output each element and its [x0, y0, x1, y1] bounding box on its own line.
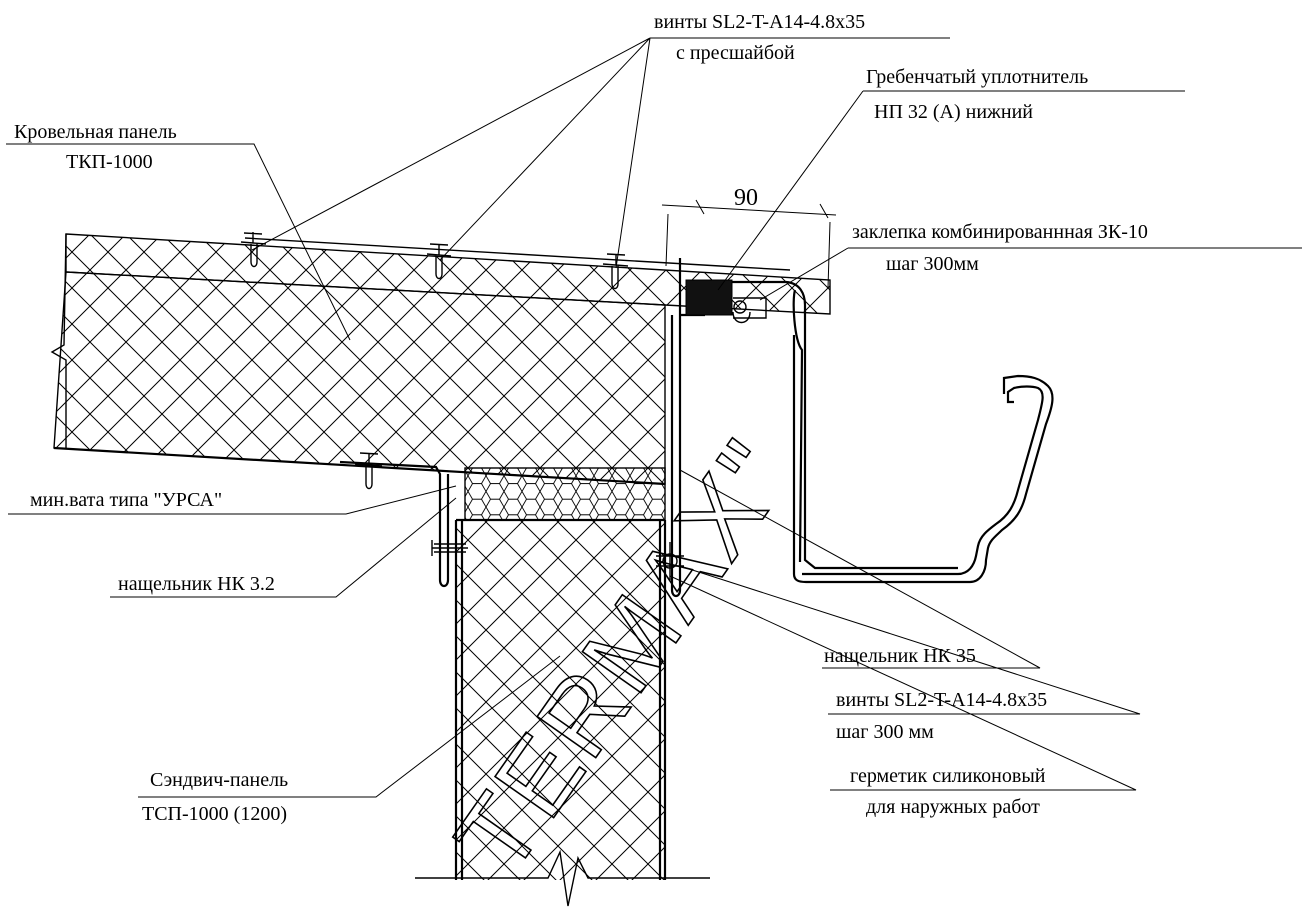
labels: винты SL2-T-A14-4.8x35 с пресшайбой Греб… [14, 11, 1148, 825]
label-flashing-nk32: нащельник НК 3.2 [118, 573, 275, 595]
flashing-nk32-profile [339, 460, 450, 588]
label-roof-panel-1: Кровельная панель [14, 121, 177, 143]
roof-screw-3 [602, 253, 629, 290]
label-screws-top-1: винты SL2-T-A14-4.8x35 [654, 11, 865, 33]
side-screw [656, 542, 684, 580]
roof-screw-1 [240, 232, 267, 268]
dimension-90: 90 [661, 185, 837, 289]
roof-panel-profile-line [244, 237, 791, 271]
leader-lines [6, 37, 1302, 798]
label-seal-2: НП 32 (А) нижний [874, 101, 1033, 123]
label-wall-panel-2: ТСП-1000 (1200) [142, 803, 287, 825]
gutter-hook [792, 289, 804, 563]
roof-screw-2 [426, 243, 452, 280]
roof-panel-break-line [50, 233, 67, 448]
comb-seal [685, 279, 733, 316]
label-screws-side-2: шаг 300 мм [836, 721, 934, 743]
gutter-outer [792, 335, 1054, 584]
wall-panel [415, 518, 710, 907]
combined-rivet [732, 297, 767, 324]
wall-panel-right-face [658, 520, 667, 880]
label-screws-top-2: с пресшайбой [676, 42, 795, 64]
flashing-screw-lower [431, 540, 468, 556]
label-screws-side-1: винты SL2-T-A14-4.8x35 [836, 689, 1047, 711]
label-seal-1: Гребенчатый уплотнитель [866, 66, 1088, 88]
wall-panel-break-line [415, 849, 710, 907]
label-rivet-2: шаг 300мм [886, 253, 979, 275]
label-sealant-2: для наружных работ [866, 796, 1040, 818]
label-rivet-1: заклепка комбинированнная ЗК-10 [852, 221, 1148, 243]
wall-panel-left-face [454, 520, 464, 880]
label-flashing-nk35: нащельник НК 35 [824, 645, 976, 667]
label-roof-panel-2: ТКП-1000 [66, 151, 153, 173]
mineral-wool-filler [464, 467, 666, 521]
dimension-value: 90 [734, 185, 758, 211]
wall-panel-core [456, 520, 665, 880]
gutter-inner [802, 385, 1044, 576]
label-sealant-1: герметик силиконовый [850, 765, 1046, 787]
drip-edge-flashing [705, 280, 958, 570]
roof-panel-core [53, 271, 666, 485]
label-wool: мин.вата типа "УРСА" [30, 489, 222, 511]
label-wall-panel-1: Сэндвич-панель [150, 769, 288, 791]
flashing-screw-upper [354, 452, 383, 490]
